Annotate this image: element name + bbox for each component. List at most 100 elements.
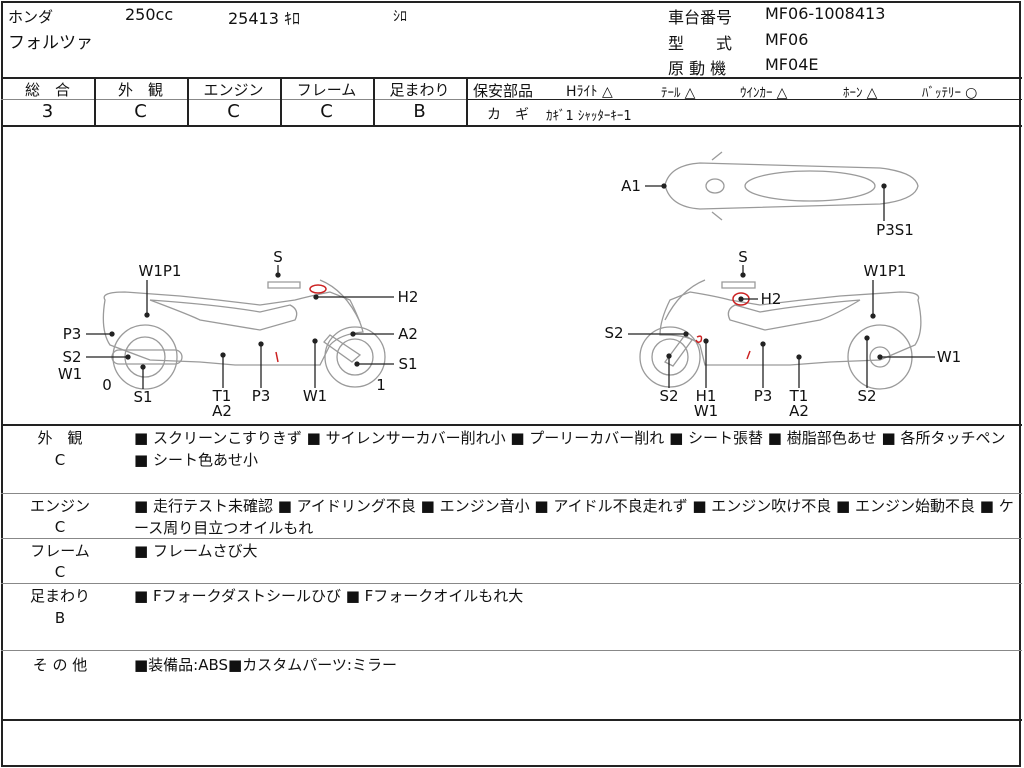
diagram-label: W1 [302,387,328,405]
color: ｼﾛ [393,9,407,25]
divider [1,538,1022,539]
safety-mark: △ [866,85,878,101]
diagram-label: S1 [398,355,418,373]
diagram-label: A2 [789,402,809,420]
divider [94,77,96,125]
frame-no: MF06-1008413 [765,4,886,23]
safety-headlight: Hﾗｲﾄ △ [566,81,613,101]
safety-mark: ○ [965,85,978,101]
diagram-label: 1 [376,376,386,394]
score-total-label: 総 合 [24,81,70,99]
comment-engine-title: エンジン [29,497,90,515]
diagram-label: S [738,248,748,266]
diagram-label: W1P1 [863,262,907,280]
mileage: 25413 ｷﾛ [228,9,300,28]
comment-exterior-text: ■ スクリーンこすりきず ■ サイレンサーカバー削れ小 ■ プーリーカバー削れ … [134,429,1006,469]
comment-exterior-grade: C [54,451,66,469]
key-value: ｶｷﾞ1 ｼｬｯﾀｰｷｰ1 [546,109,632,124]
divider [467,99,1022,100]
diagram-label: T1 [212,387,232,405]
diagram-label: S [273,248,283,266]
safety-tail: ﾃｰﾙ △ [661,82,695,101]
divider [1,583,1022,584]
divider [1,493,1022,494]
comment-frame-grade: C [54,563,66,581]
engine-label: 原 動 機 [668,59,727,78]
key-label: カ ギ [487,107,529,123]
diagram-label: A1 [621,177,641,195]
comment-engine-grade: C [54,518,66,536]
divider [1,424,1022,426]
diagram-label: W1 [936,348,962,366]
comment-suspension-title: 足まわり [29,587,90,605]
safety-item-name: ﾃｰﾙ [661,86,681,101]
top-view-drawing [664,151,919,221]
diagram-label: W1P1 [138,262,182,280]
safety-mark: △ [601,84,613,100]
score-engine-value: C [227,101,240,122]
safety-mark: △ [684,85,696,101]
divider [1,99,467,100]
divider [280,77,282,125]
diagram-label: 0 [102,376,112,394]
safety-item-name: ﾊﾞｯﾃﾘｰ [922,86,961,101]
diagram-label: S1 [133,388,153,406]
model-name: フォルツァ [8,33,93,53]
divider [1,719,1022,721]
comment-engine-text: ■ 走行テスト未確認 ■ アイドリング不良 ■ エンジン音小 ■ アイドル不良走… [134,497,1014,537]
diagram-label: A2 [212,402,232,420]
safety-mark: △ [776,85,788,101]
score-frame-value: C [320,101,333,122]
diagram-label: A2 [398,325,418,343]
safety-horn: ﾎｰﾝ △ [843,82,877,101]
diagram-label: S2 [659,387,679,405]
comment-other-text: ■装備品:ABS■カスタムパーツ:ミラー [134,656,397,674]
score-total-value: 3 [41,101,54,122]
leader-lines [86,183,935,389]
divider [373,77,375,125]
divider [1,77,1022,79]
diagram-label: W1 [693,402,719,420]
divider [1,650,1022,651]
safety-battery: ﾊﾞｯﾃﾘｰ ○ [922,82,977,101]
score-suspension-value: B [413,101,426,122]
divider [1,125,1022,127]
divider [466,77,468,125]
diagram-label: P3S1 [876,221,914,239]
type: MF06 [765,30,809,49]
diagram-label: W1 [57,365,83,383]
score-engine-label: エンジン [203,81,264,99]
divider [187,77,189,125]
score-suspension-label: 足まわり [389,81,450,99]
diagram-label: P3 [62,325,82,343]
maker: ホンダ [8,8,54,26]
safety-winker: ｳｲﾝｶｰ △ [740,82,787,101]
type-label: 型 式 [668,34,733,53]
diagram-label: P3 [251,387,271,405]
frame-no-label: 車台番号 [668,8,733,27]
diagram-label: S2 [857,387,877,405]
comment-suspension-grade: B [54,609,66,627]
safety-item-name: ｳｲﾝｶｰ [740,86,773,101]
score-exterior-value: C [134,101,147,122]
safety-label: 保安部品 [473,82,534,100]
comment-frame-title: フレーム [30,542,90,560]
displacement: 250cc [125,5,174,24]
score-exterior-label: 外 観 [117,81,163,99]
diagram-label: H2 [397,288,419,306]
diagram-label: T1 [789,387,809,405]
diagram-label: H2 [760,290,782,308]
comment-exterior-title: 外 観 [37,429,83,447]
diagram-label: P3 [753,387,773,405]
diagram-label: H1 [695,387,717,405]
safety-item-name: Hﾗｲﾄ [566,84,598,100]
diagram-label: S2 [604,324,624,342]
diagram-label: S2 [62,348,82,366]
comment-frame-text: ■ フレームさび大 [134,542,258,560]
safety-item-name: ﾎｰﾝ [843,86,863,101]
comment-other-title: そ の 他 [32,656,88,674]
engine: MF04E [765,55,819,74]
score-frame-label: フレーム [296,81,357,99]
